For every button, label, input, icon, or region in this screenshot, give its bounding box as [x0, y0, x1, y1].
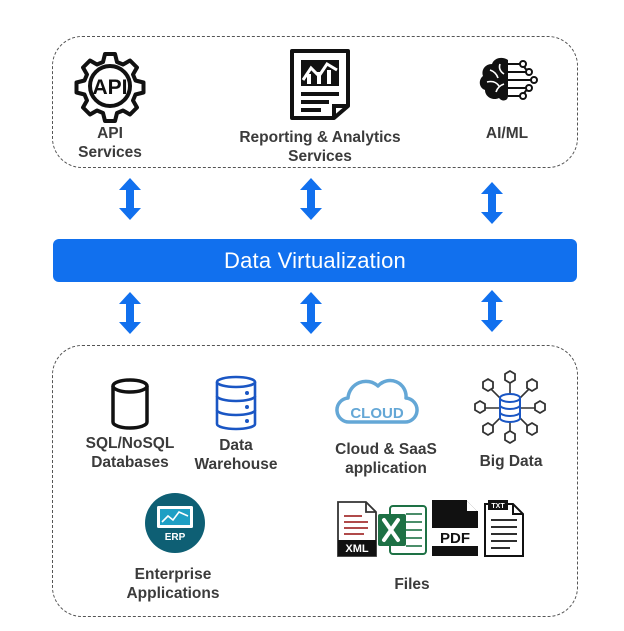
xml-file-icon: XML [337, 501, 377, 557]
svg-text:XML: XML [345, 543, 369, 555]
svg-text:CLOUD: CLOUD [350, 405, 403, 422]
txt-file-icon: TXT [484, 500, 524, 557]
big-data-label: Big Data [479, 453, 543, 470]
double-arrow-icon [481, 182, 503, 224]
svg-text:PDF: PDF [440, 530, 470, 547]
consumers-group [52, 36, 578, 168]
erp-icon: ERP [145, 493, 205, 553]
data-warehouse-icon [215, 375, 257, 431]
database-cylinder-icon [111, 378, 149, 430]
double-arrow-icon [481, 290, 503, 332]
double-arrow-icon [119, 292, 141, 334]
files-label: Files [394, 576, 430, 593]
big-data-network-icon [474, 369, 546, 445]
cloud-icon: CLOUD [335, 378, 419, 424]
api-gear-icon: API [74, 52, 146, 123]
double-arrow-icon [119, 178, 141, 220]
data-virtualization-title: Data Virtualization [224, 247, 406, 273]
double-arrow-icon [300, 292, 322, 334]
excel-file-icon [378, 505, 427, 555]
svg-text:TXT: TXT [491, 503, 505, 510]
sources-group [52, 345, 578, 617]
ai-ml-label: AI/ML [485, 125, 529, 142]
pdf-file-icon: PDF [432, 500, 478, 556]
report-document-icon [290, 49, 350, 120]
double-arrow-icon [300, 178, 322, 220]
data-virtualization-bar: Data Virtualization [53, 239, 577, 282]
svg-text:API: API [92, 76, 127, 99]
svg-text:ERP: ERP [165, 532, 186, 543]
ai-brain-icon [479, 57, 538, 101]
